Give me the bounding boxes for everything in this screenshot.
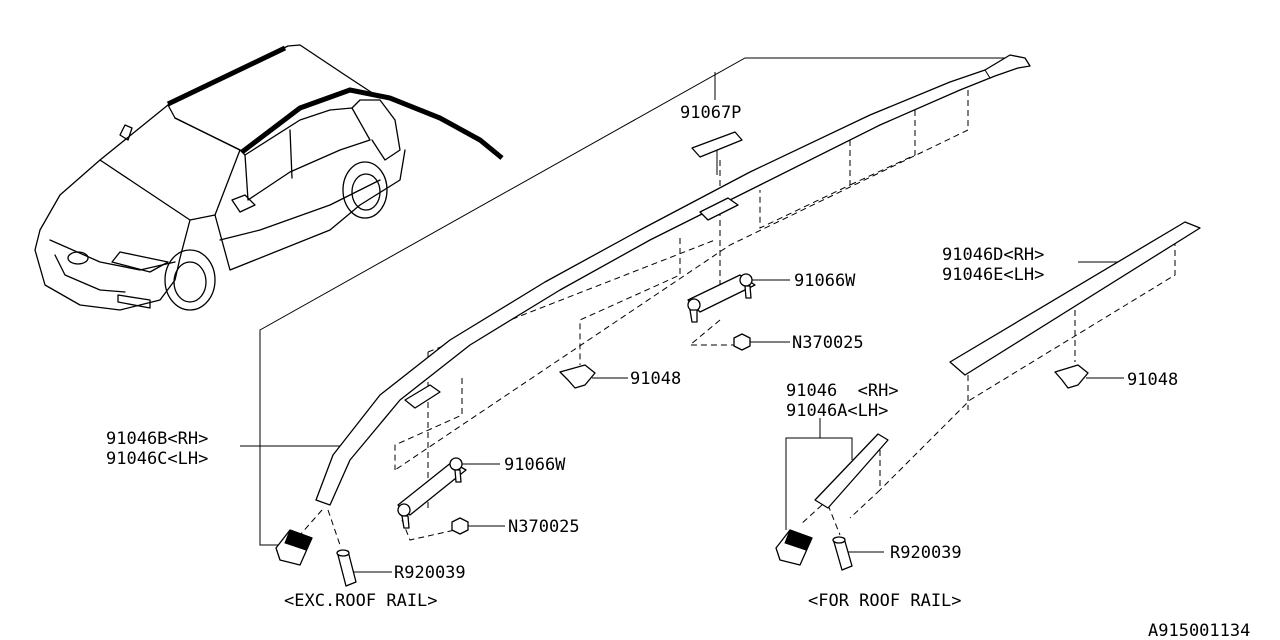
- roof-molding-highlight-front: [166, 45, 287, 107]
- label-91066W-lower: 91066W: [504, 455, 566, 475]
- label-91046D: 91046D<RH>: [942, 245, 1044, 265]
- part-N370025-lower: [451, 517, 469, 535]
- label-91046E: 91046E<LH>: [942, 265, 1044, 285]
- roof-molding-highlight-rear: [240, 87, 504, 160]
- caption-exc-roof-rail: <EXC.ROOF RAIL>: [284, 591, 438, 611]
- label-91046C: 91046C<LH>: [106, 449, 208, 469]
- label-R920039-right: R920039: [890, 543, 962, 563]
- roof-molding-91046: [814, 433, 889, 509]
- roof-molding-91046D: [949, 221, 1201, 376]
- caption-for-roof-rail: <FOR ROOF RAIL>: [808, 591, 962, 611]
- label-91066W-upper: 91066W: [794, 271, 856, 291]
- label-91046A: 91046A<LH>: [786, 401, 888, 421]
- molding-tab-lower: [404, 384, 441, 409]
- dashed-assembly-lines: [299, 90, 1176, 546]
- diagram-id: A915001134: [1148, 621, 1250, 640]
- label-91067P: 91067P: [680, 103, 741, 123]
- part-91066W-lower: [397, 457, 467, 529]
- roof-molding-91046B: [315, 54, 1031, 506]
- label-R920039-left: R920039: [394, 563, 466, 583]
- part-91048-center: [559, 364, 596, 389]
- label-91048-right: 91048: [1127, 370, 1178, 390]
- label-N370025-lower: N370025: [508, 517, 580, 537]
- label-91046: 91046 <RH>: [786, 381, 899, 401]
- leader-lines: [240, 57, 1124, 573]
- label-N370025-upper: N370025: [792, 333, 864, 353]
- captions: <EXC.ROOF RAIL> <FOR ROOF RAIL> A9150011…: [284, 591, 1250, 640]
- molding-tab-center: [699, 197, 739, 221]
- label-91048-center: 91048: [630, 369, 681, 389]
- part-91066W-upper: [687, 273, 756, 323]
- part-N370025-upper: [733, 333, 751, 351]
- part-91067P: [691, 131, 743, 158]
- part-labels: 91067P 91066W N370025 91048 91046B<RH> 9…: [106, 103, 1178, 583]
- label-91046B: 91046B<RH>: [106, 429, 208, 449]
- parts: [275, 54, 1201, 587]
- car-illustration: [34, 44, 504, 311]
- part-91048-right: [1054, 364, 1089, 389]
